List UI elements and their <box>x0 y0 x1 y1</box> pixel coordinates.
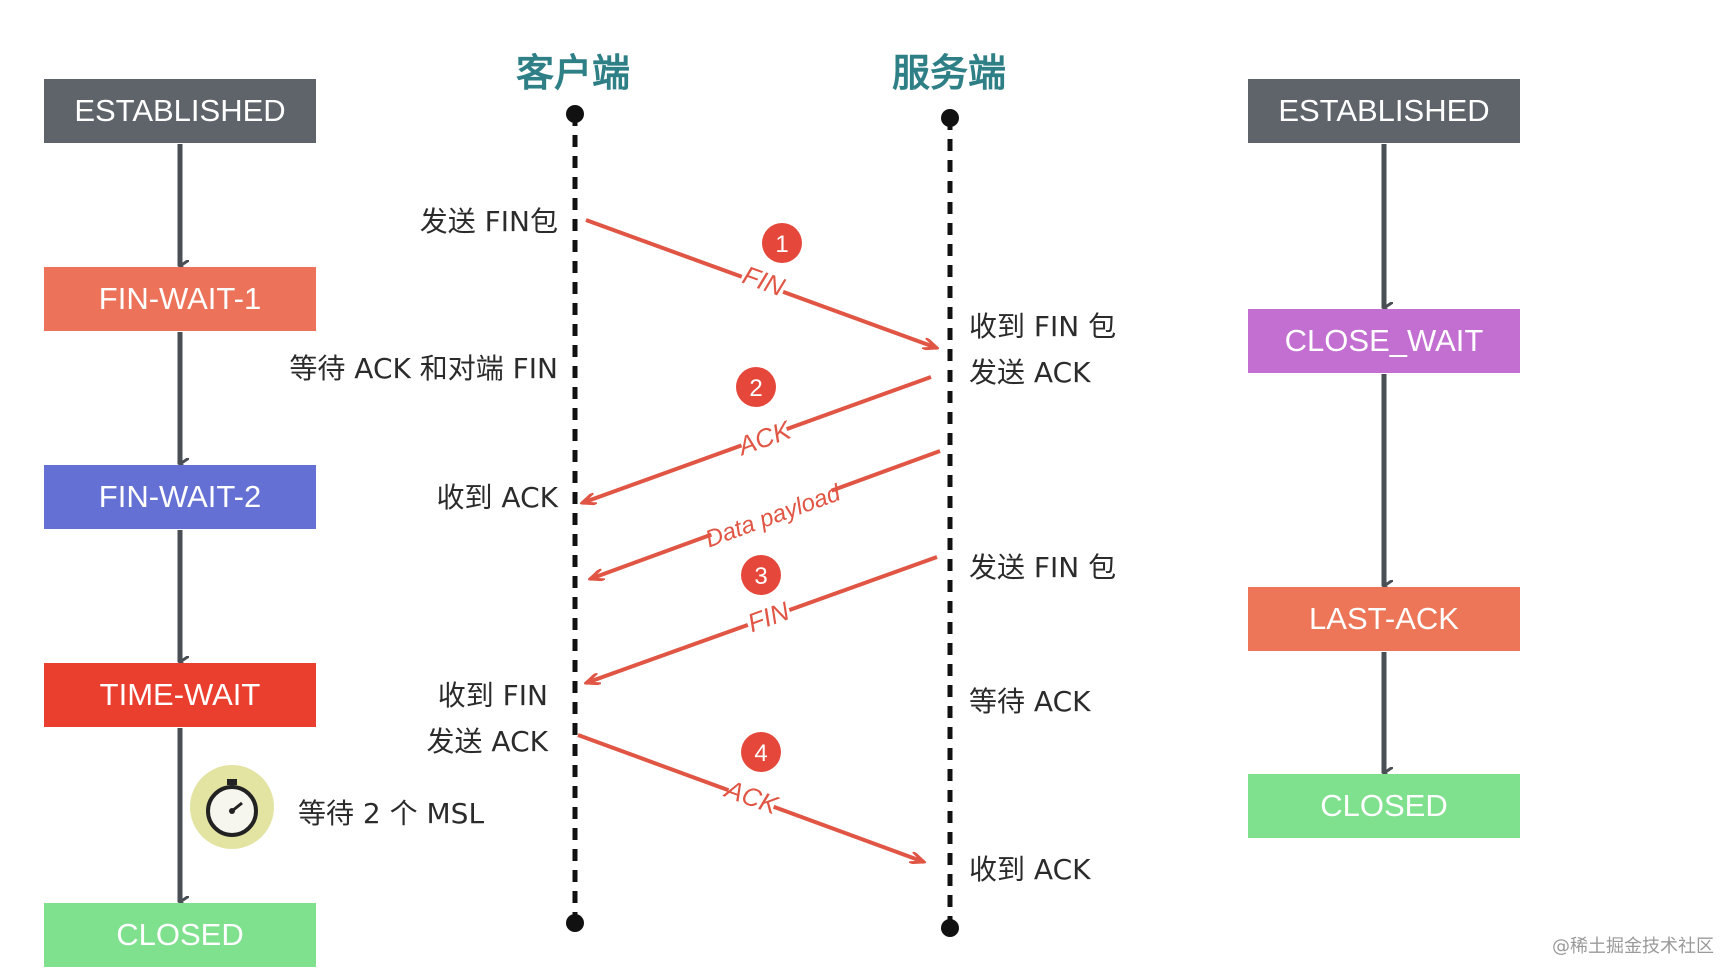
client-state-closed: CLOSED <box>44 903 316 967</box>
step-badge: 2 <box>736 367 776 407</box>
svg-text:4: 4 <box>754 740 767 767</box>
client-note-wait-2msl: 等待 2 个 MSL <box>298 797 485 830</box>
server-note-send-ack: 发送 ACK <box>969 356 1091 389</box>
server-note-send-fin: 发送 FIN 包 <box>969 551 1117 584</box>
client-state-fin-wait-2: FIN-WAIT-2 <box>44 465 316 529</box>
client-note-recv-fin: 收到 FIN <box>437 679 548 712</box>
server-state-last-ack: LAST-ACK <box>1248 587 1520 651</box>
message-label: ACK <box>732 414 796 462</box>
step-badge: 4 <box>741 732 781 772</box>
server-note-recv-ack: 收到 ACK <box>969 853 1091 886</box>
server-note-recv-fin: 收到 FIN 包 <box>969 310 1117 343</box>
client-note-send-fin: 发送 FIN包 <box>419 205 558 238</box>
client-lifeline-top-dot <box>566 105 584 123</box>
client-header: 客户端 <box>516 51 631 95</box>
server-state-closed: CLOSED <box>1248 774 1520 838</box>
stopwatch-icon <box>190 765 274 849</box>
server-state-close-wait: CLOSE_WAIT <box>1248 309 1520 373</box>
client-state-established: ESTABLISHED <box>44 79 316 143</box>
svg-text:1: 1 <box>775 231 788 258</box>
server-state-established: ESTABLISHED <box>1248 79 1520 143</box>
client-lifeline-bottom-dot <box>566 914 584 932</box>
message-label: ACK <box>720 773 784 821</box>
client-state-fin-wait-1: FIN-WAIT-1 <box>44 267 316 331</box>
server-header: 服务端 <box>892 51 1007 95</box>
svg-text:2: 2 <box>749 375 762 402</box>
server-note-wait-ack: 等待 ACK <box>969 685 1091 718</box>
client-note-send-ack: 发送 ACK <box>426 725 548 758</box>
client-note-recv-ack: 收到 ACK <box>436 481 558 514</box>
step-badge: 1 <box>762 223 802 263</box>
client-state-time-wait: TIME-WAIT <box>44 663 316 727</box>
watermark: @稀土掘金技术社区 <box>1552 936 1714 957</box>
step-badge: 3 <box>741 555 781 595</box>
server-lifeline-top-dot <box>941 109 959 127</box>
server-lifeline-bottom-dot <box>941 919 959 937</box>
svg-text:3: 3 <box>754 563 767 590</box>
client-note-wait-ack-fin: 等待 ACK 和对端 FIN <box>289 352 558 385</box>
